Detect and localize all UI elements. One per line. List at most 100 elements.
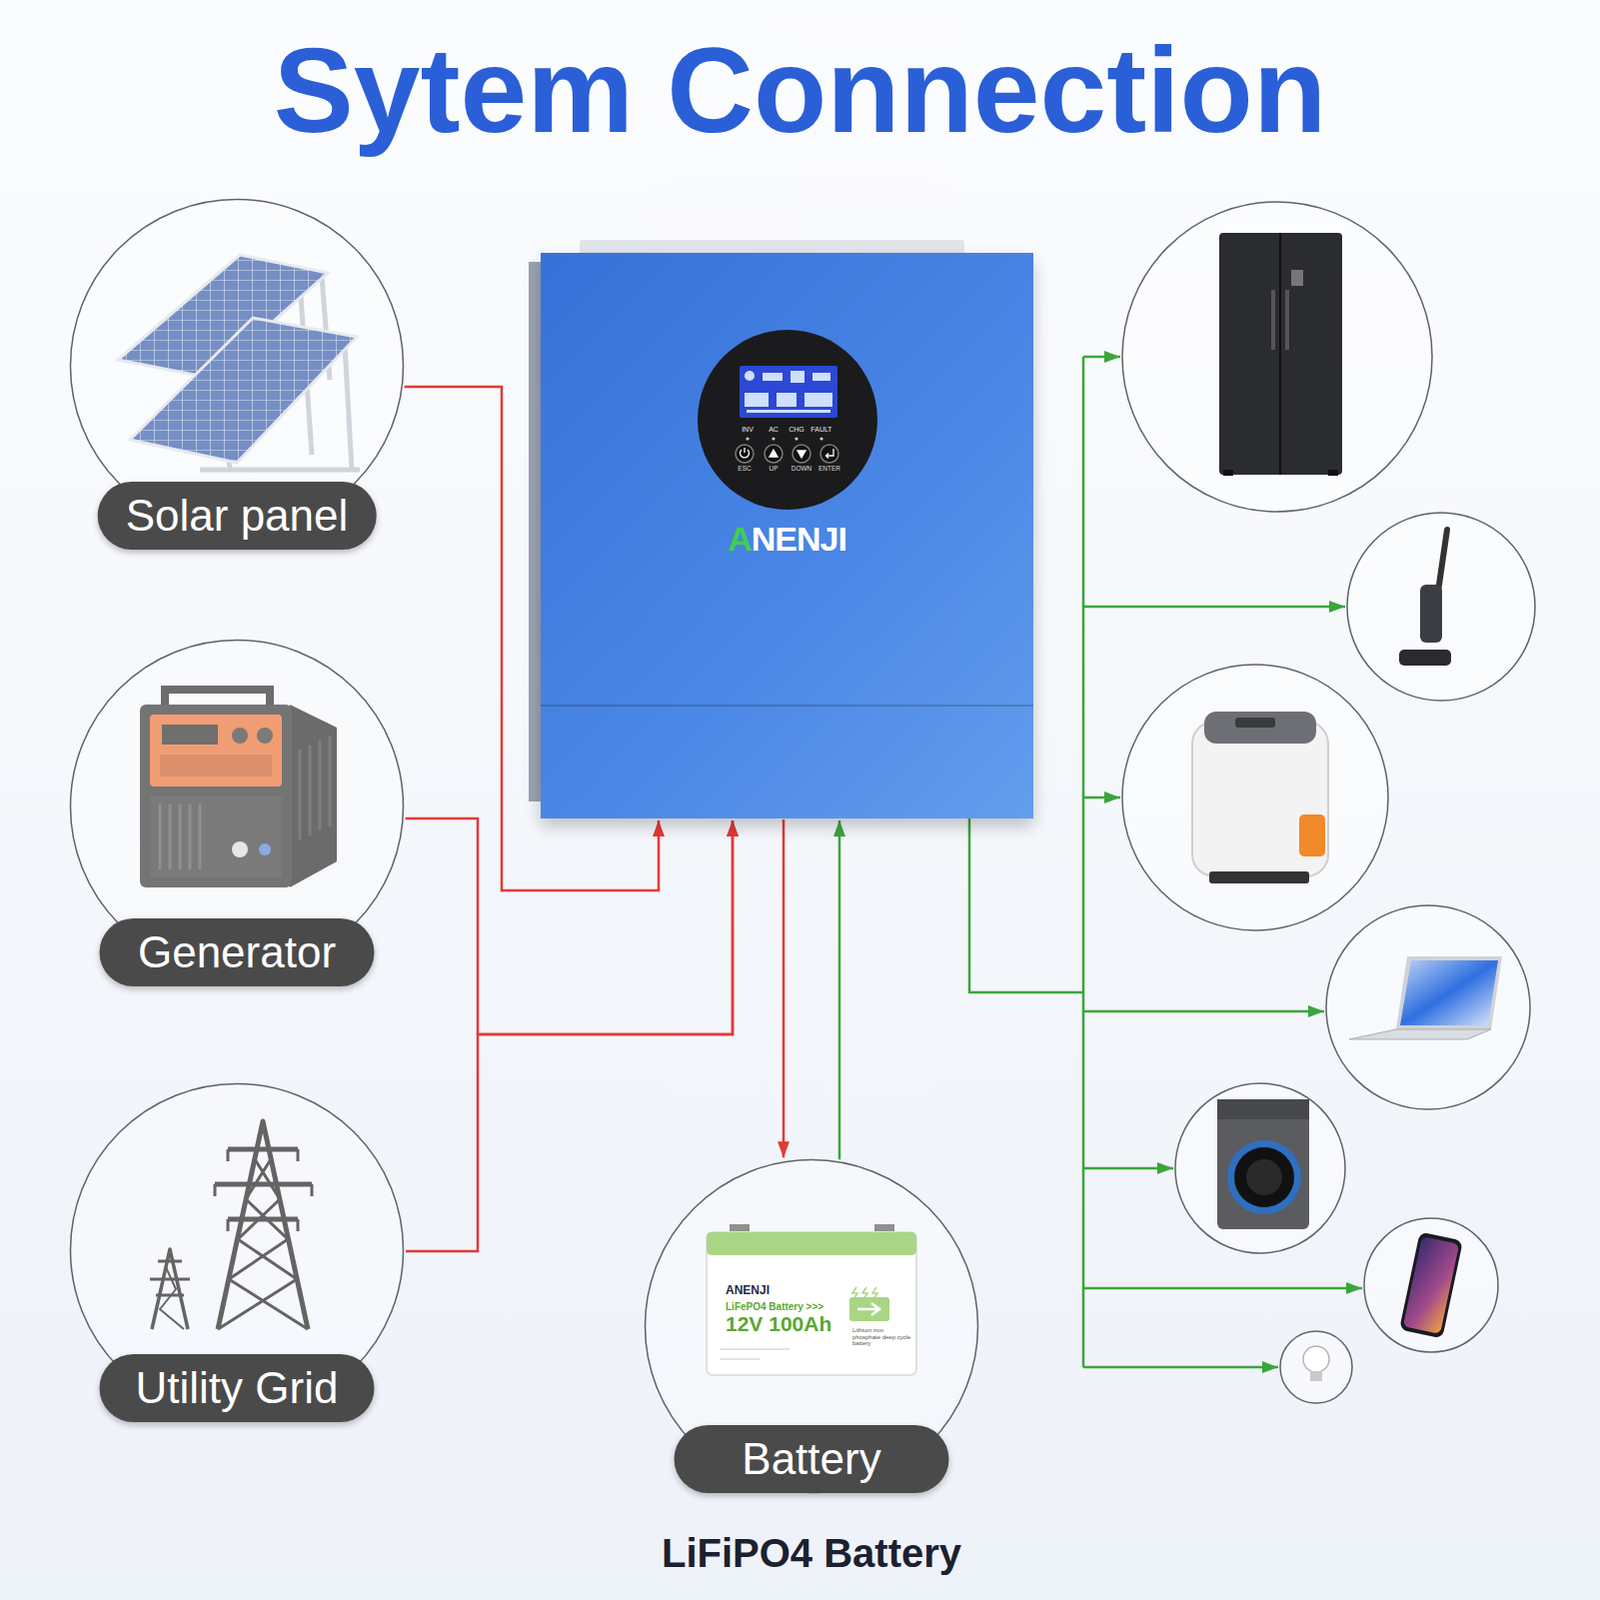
inverter-display bbox=[697, 329, 878, 510]
diagram-title: Sytem Connection bbox=[0, 19, 1600, 160]
air-fryer-icon bbox=[1299, 814, 1326, 857]
bulb-icon bbox=[1310, 1371, 1323, 1382]
indicator-label: INV bbox=[741, 425, 754, 434]
air-fryer-icon bbox=[1209, 871, 1310, 884]
washer-icon bbox=[1217, 1099, 1310, 1230]
power-connector bbox=[782, 819, 786, 1158]
battery-brand: ANENJI bbox=[725, 1284, 770, 1298]
button-glyph bbox=[797, 450, 806, 458]
battery-label: Battery bbox=[674, 1425, 950, 1494]
load-wire bbox=[1083, 1167, 1174, 1171]
lcd-segments bbox=[776, 392, 797, 407]
load-wire bbox=[1083, 605, 1346, 609]
fridge-icon bbox=[1223, 469, 1234, 476]
brand-logo: ANENJI bbox=[727, 519, 847, 559]
battery-caption: LiFiPO4 Battery bbox=[661, 1531, 962, 1577]
inverter-housing bbox=[579, 239, 965, 254]
indicator-dot bbox=[794, 436, 798, 440]
load-circle bbox=[1280, 1331, 1353, 1404]
lcd-segments bbox=[762, 372, 783, 381]
load-wire bbox=[1083, 1366, 1279, 1370]
lcd-segments bbox=[744, 370, 833, 413]
washer-icon bbox=[1246, 1159, 1283, 1196]
washer-icon bbox=[1234, 1147, 1295, 1208]
load-wire bbox=[1083, 1010, 1325, 1014]
fridge-icon bbox=[1291, 269, 1304, 286]
lcd-segments bbox=[744, 392, 769, 407]
load-wire bbox=[1083, 796, 1121, 800]
indicator-dot bbox=[745, 436, 823, 440]
washer-icon bbox=[1217, 1099, 1310, 1230]
button-label: ESC bbox=[737, 464, 751, 472]
battery-rating: 12V 100Ah bbox=[725, 1312, 832, 1336]
panel-button bbox=[792, 444, 811, 463]
device-circle: Solar panel bbox=[68, 197, 405, 534]
air-fryer-icon bbox=[1235, 717, 1276, 728]
panel-button bbox=[764, 444, 783, 463]
button-label: ENTER bbox=[818, 464, 841, 472]
phone-icon bbox=[1403, 1236, 1460, 1335]
phone-icon bbox=[1399, 1232, 1464, 1340]
load-circle bbox=[1326, 905, 1531, 1110]
lcd-segments bbox=[744, 370, 755, 381]
washer-icon bbox=[1227, 1140, 1302, 1215]
indicator-label: AC bbox=[768, 425, 779, 434]
load-wire bbox=[1083, 355, 1121, 359]
panel-button bbox=[820, 444, 839, 463]
button-glyph bbox=[826, 448, 835, 459]
button-label: UP bbox=[768, 464, 778, 472]
indicator-label: CHG bbox=[788, 425, 805, 434]
load-circle bbox=[1122, 201, 1433, 512]
load-wire bbox=[1083, 1287, 1363, 1291]
fridge-icon bbox=[1219, 232, 1343, 476]
fridge-icon bbox=[1328, 469, 1339, 476]
load-circle bbox=[1175, 1083, 1346, 1254]
battery-note: Lithium iron phosphate deep cycle batter… bbox=[852, 1327, 913, 1348]
device-circle: Generator bbox=[68, 638, 405, 975]
indicator-dot bbox=[819, 436, 823, 440]
fridge-icon bbox=[1271, 289, 1276, 350]
bulb-icon bbox=[1303, 1346, 1330, 1382]
air-fryer-icon bbox=[1204, 711, 1317, 744]
load-circle bbox=[1122, 664, 1389, 931]
panel-button bbox=[735, 444, 754, 463]
vacuum-icon bbox=[1420, 584, 1443, 643]
load-circle bbox=[1122, 201, 1536, 1404]
button-glyph bbox=[740, 447, 750, 458]
vacuum-icon bbox=[1399, 529, 1452, 666]
load-wire bbox=[1082, 356, 1086, 1368]
indicator-dot bbox=[745, 436, 749, 440]
power-connector bbox=[405, 820, 733, 1252]
laptop-icon bbox=[1349, 1029, 1492, 1040]
panel-button bbox=[735, 444, 839, 463]
source-label: Generator bbox=[99, 918, 375, 987]
button-glyph bbox=[740, 447, 835, 459]
lcd-segments bbox=[746, 409, 831, 413]
laptop-icon bbox=[1349, 956, 1503, 1040]
inverter-display bbox=[540, 252, 1034, 515]
phone-icon bbox=[1399, 1232, 1464, 1340]
device-circle: Utility Grid bbox=[68, 1082, 405, 1419]
load-circle bbox=[1364, 1218, 1499, 1353]
button-label: DOWN bbox=[791, 464, 813, 472]
vacuum-icon bbox=[1399, 649, 1452, 666]
lcd-segments bbox=[790, 370, 805, 383]
inverter-display bbox=[739, 365, 838, 418]
washer-icon bbox=[1217, 1099, 1310, 1120]
load-wire bbox=[969, 818, 1084, 993]
fridge-icon bbox=[1219, 232, 1343, 475]
lcd-segments bbox=[812, 372, 831, 381]
fridge-icon bbox=[1279, 232, 1282, 475]
load-circle bbox=[1347, 512, 1536, 701]
indicator-label: FAULT bbox=[810, 425, 832, 434]
fridge-icon bbox=[1285, 289, 1290, 350]
circle-outline bbox=[645, 1160, 979, 1494]
lcd-segments bbox=[804, 392, 833, 407]
source-label: Utility Grid bbox=[99, 1354, 375, 1423]
air-fryer-icon bbox=[1192, 711, 1329, 884]
air-fryer-icon bbox=[1192, 721, 1329, 877]
laptop-icon bbox=[1400, 960, 1499, 1026]
button-glyph bbox=[769, 449, 778, 457]
